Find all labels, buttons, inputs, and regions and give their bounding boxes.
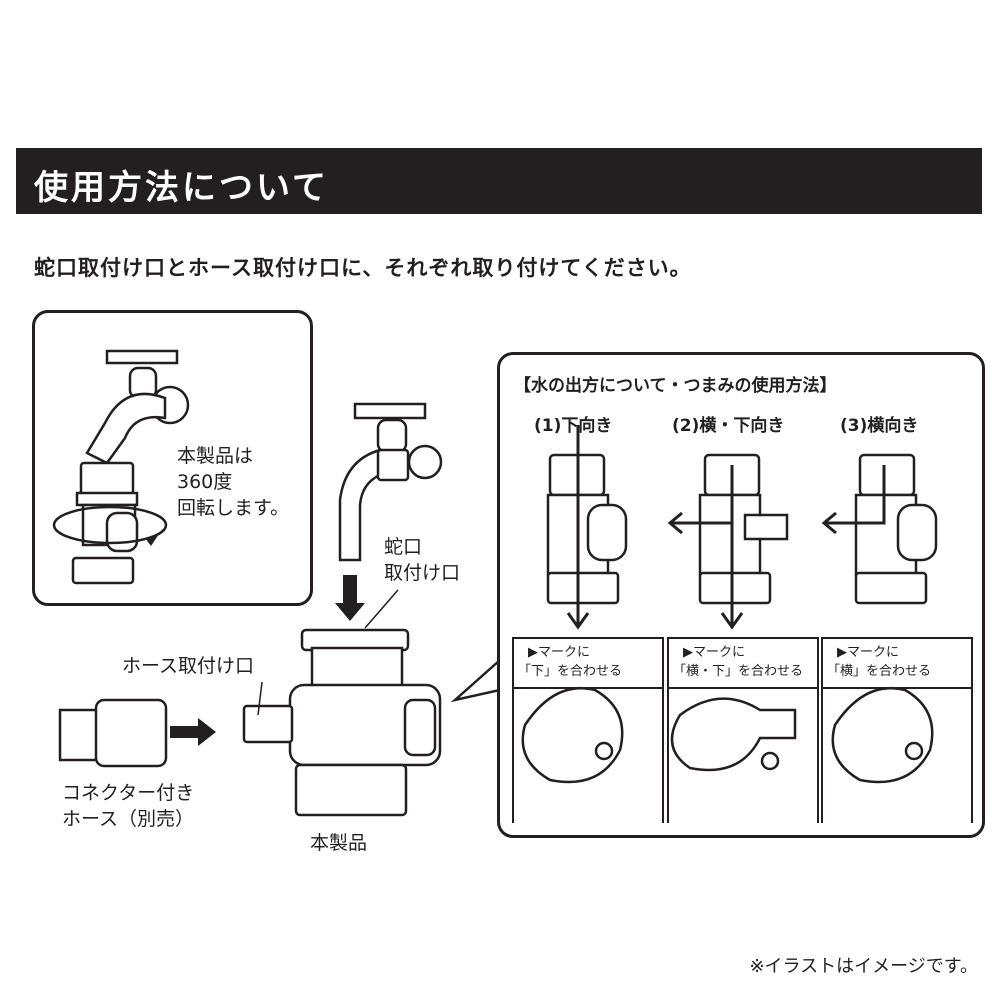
instruction-text: 蛇口取付け口とホース取付け口に、それぞれ取り付けてください。	[34, 256, 692, 280]
faucet-port-label: 蛇口 取付け口	[384, 534, 460, 586]
hose-label: コネクター付き ホース（別売）	[62, 780, 194, 832]
mode-heading: (2)横・下向き	[672, 416, 785, 436]
water-flow-bubble: 【水の出方について・つまみの使用方法】 (1)下向き (2)横・下向き (3)横…	[497, 352, 985, 838]
mark-instruction: ▶マークに	[837, 645, 899, 660]
rotation-text: 本製品は 360度 回転します。	[177, 443, 289, 521]
faucet-port-label-line: 蛇口	[384, 536, 423, 558]
bubble-title: 【水の出方について・つまみの使用方法】	[514, 376, 837, 396]
rotation-box: 本製品は 360度 回転します。	[32, 310, 313, 606]
rotation-text-line: 本製品は	[177, 445, 254, 467]
mark-instruction: ▶マークに	[528, 645, 590, 660]
rotation-text-line: 回転します。	[177, 497, 290, 519]
product-label: 本製品	[310, 832, 368, 854]
mode-heading: (1)下向き	[534, 416, 613, 436]
mark-instruction: 「横」を合わせる	[827, 664, 932, 679]
illustration-note: ※イラストはイメージです。	[749, 956, 978, 977]
mark-instruction: 「横・下」を合わせる	[673, 664, 804, 679]
mode-panel-side: ▶マークに「横」を合わせる	[821, 637, 973, 823]
mode-heading: (3)横向き	[840, 416, 919, 436]
rotation-text-line: 360度	[177, 471, 233, 493]
rotating-product-illustration	[52, 349, 190, 585]
main-product-illustration	[58, 402, 500, 817]
section-title: 使用方法について	[34, 168, 329, 208]
faucet-port-label-line: 取付け口	[384, 562, 461, 584]
hose-port-label: ホース取付け口	[122, 655, 255, 677]
mode-panel-down: ▶マークに「下」を合わせる	[512, 637, 664, 823]
mode-panel-side-down: ▶マークに「横・下」を合わせる	[667, 637, 819, 823]
hose-label-line: ホース（別売）	[62, 808, 195, 830]
mode-illustrations	[521, 425, 938, 784]
hose-label-line: コネクター付き	[62, 782, 195, 804]
mark-instruction: 「下」を合わせる	[518, 664, 623, 679]
mark-instruction: ▶マークに	[683, 645, 745, 660]
section-header: 使用方法について	[16, 148, 982, 214]
